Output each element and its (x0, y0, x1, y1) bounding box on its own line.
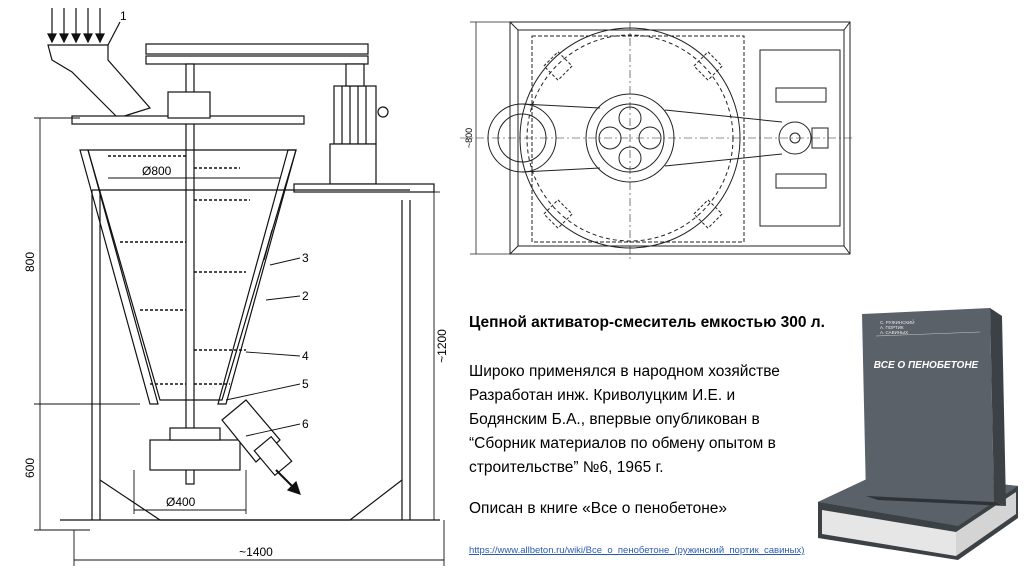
book-image: С. РУЖИНСКИЙ А. ПОРТИК А. САВИНЫХ ВСЕ О … (818, 308, 1018, 560)
description-line: Широко применялся в народном хозяйстве (469, 363, 780, 380)
front-view-drawing: 1 3 2 4 5 6 Ø800 Ø400 800 600 ~1200 ~140… (23, 8, 449, 566)
callout-1: 1 (120, 9, 127, 23)
dim-height-total: ~1200 (435, 329, 449, 363)
plan-view-drawing: ~800 (460, 21, 855, 262)
description-line: Бодянским Б.А., впервые опубликован в (469, 411, 760, 428)
callout-6: 6 (302, 417, 309, 431)
book-reference: Описан в книге «Все о пенобетоне» (469, 500, 728, 517)
dim-width: ~1400 (239, 545, 273, 559)
book-author: С. РУЖИНСКИЙ (880, 318, 915, 325)
book-title: ВСЕ О ПЕНОБЕТОНЕ (874, 360, 979, 371)
callout-3: 3 (302, 251, 309, 265)
book-author: А. САВИНЫХ (880, 330, 908, 335)
callout-4: 4 (302, 349, 309, 363)
dim-height-upper: 800 (23, 252, 37, 272)
callout-5: 5 (302, 377, 309, 391)
dim-diameter-bottom: Ø400 (166, 495, 196, 509)
description-line: строительстве” №6, 1965 г. (469, 459, 664, 476)
callout-2: 2 (302, 289, 309, 303)
source-link[interactable]: https://www.allbeton.ru/wiki/Все_о_пеноб… (469, 545, 805, 556)
description: Широко применялся в народном хозяйстве Р… (469, 360, 854, 480)
plan-dim-side: ~800 (464, 128, 474, 148)
inlet-arrows-icon (47, 8, 105, 44)
description-line: Разработан инж. Криволуцким И.Е. и (469, 387, 736, 404)
dim-diameter-top: Ø800 (142, 164, 172, 178)
book-author: А. ПОРТИК (880, 325, 904, 330)
description-line: “Сборник материалов по обмену опытом в (469, 435, 776, 452)
slide-title: Цепной активатор-смеситель емкостью 300 … (469, 314, 825, 331)
dim-height-lower: 600 (23, 458, 37, 478)
